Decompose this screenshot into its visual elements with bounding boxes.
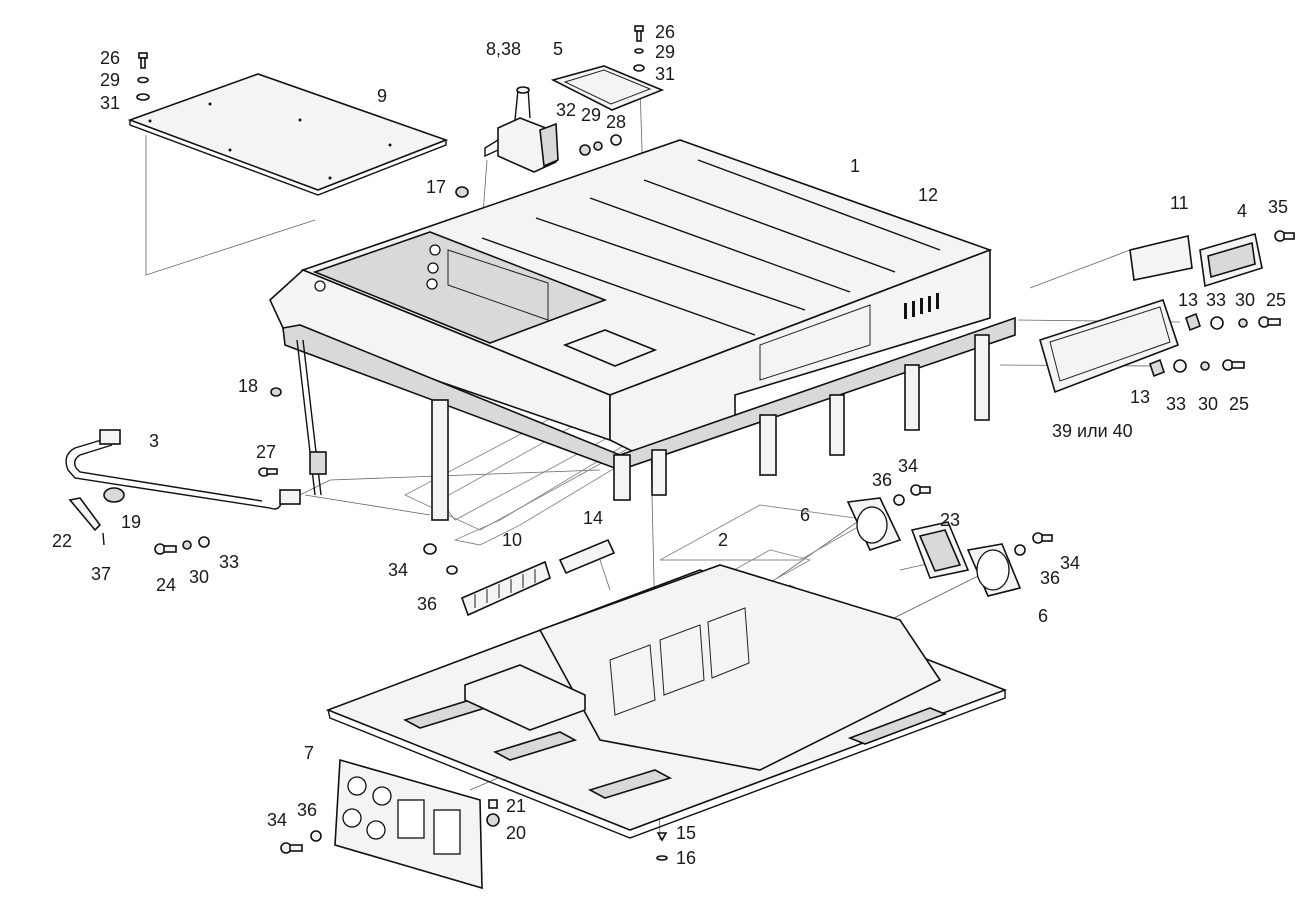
callout-36: 36 [417, 594, 437, 614]
fastener-36-34-upper [893, 484, 931, 506]
callout-15: 15 [676, 823, 696, 843]
part-39-40-panel [1039, 298, 1180, 394]
callout-17: 17 [426, 177, 446, 197]
callout-22: 22 [52, 531, 72, 551]
callout-33: 33 [1166, 394, 1186, 414]
part-1-main-body [269, 139, 1016, 521]
callout-4: 4 [1237, 201, 1247, 221]
callout-36: 36 [297, 800, 317, 820]
callout-6: 6 [1038, 606, 1048, 626]
part-17-plug [455, 186, 469, 198]
callout-31: 31 [100, 93, 120, 113]
callout-34: 34 [388, 560, 408, 580]
callout-34: 34 [267, 810, 287, 830]
part-2-floor-tray [325, 564, 1008, 839]
part-8-38-switch [484, 86, 559, 173]
part-18-plug [270, 387, 282, 397]
callout-25: 25 [1266, 290, 1286, 310]
support-legs [431, 334, 990, 521]
callout-29: 29 [100, 70, 120, 90]
callout-30: 30 [1198, 394, 1218, 414]
washer-set-32-29-28 [579, 134, 622, 156]
part-3-handrail [65, 429, 301, 510]
callout-9: 9 [377, 86, 387, 106]
callout-20: 20 [506, 823, 526, 843]
part-11-lens [1129, 235, 1193, 281]
fastener-15-16 [656, 832, 668, 861]
callout-37: 37 [91, 564, 111, 584]
part-27-screw [258, 467, 278, 477]
part-23-gasket [910, 521, 970, 579]
callout-33: 33 [219, 552, 239, 572]
callout-25: 25 [1229, 394, 1249, 414]
fastener-row-lower [1149, 358, 1245, 378]
callout-labels: 26 29 31 9 8,38 5 26 29 31 32 29 28 17 1… [52, 22, 1288, 868]
callout-21: 21 [506, 796, 526, 816]
callout-14: 14 [583, 508, 603, 528]
callout-16: 16 [676, 848, 696, 868]
callout-34: 34 [898, 456, 918, 476]
callout-33: 33 [1206, 290, 1226, 310]
callout-30: 30 [1235, 290, 1255, 310]
callout-13: 13 [1178, 290, 1198, 310]
callout-23: 23 [940, 510, 960, 530]
callout-2: 2 [718, 530, 728, 550]
part-21-clip [488, 799, 498, 809]
vent-slots [904, 293, 939, 319]
fastener-row-24-30-33 [154, 536, 210, 555]
callout-36: 36 [1040, 568, 1060, 588]
part-7-instrument-panel [334, 758, 483, 890]
fastener-36-34-lower [1014, 532, 1053, 556]
part-35-screw [1274, 230, 1295, 242]
callout-10: 10 [502, 530, 522, 550]
part-9-cover-plate [127, 73, 449, 196]
part-19-bushing [103, 487, 125, 503]
bolt-set-26-29-31-right [633, 25, 645, 72]
callout-8-38: 8,38 [486, 39, 521, 59]
part-14-lamp [558, 538, 616, 575]
part-5-hatch-cover [550, 65, 665, 111]
part-20-grommet [486, 813, 500, 827]
callout-36: 36 [872, 470, 892, 490]
callout-35: 35 [1268, 197, 1288, 217]
fastener-34-36-left [423, 543, 458, 575]
callout-3: 3 [149, 431, 159, 451]
part-10-grille [460, 560, 551, 617]
callout-24: 24 [156, 575, 176, 595]
callout-26: 26 [655, 22, 675, 42]
callout-29: 29 [655, 42, 675, 62]
part-6-flange-lower [966, 543, 1022, 597]
callout-6: 6 [800, 505, 810, 525]
callout-18: 18 [238, 376, 258, 396]
bolt-set-26-29-31-left [136, 52, 150, 101]
callout-30: 30 [189, 567, 209, 587]
callout-31: 31 [655, 64, 675, 84]
callout-27: 27 [256, 442, 276, 462]
callout-1: 1 [850, 156, 860, 176]
callout-34: 34 [1060, 553, 1080, 573]
callout-39-40: 39 или 40 [1052, 421, 1133, 441]
callout-7: 7 [304, 743, 314, 763]
part-4-lamp-housing [1199, 232, 1263, 288]
callout-29: 29 [581, 105, 601, 125]
fastener-row-upper [1185, 312, 1281, 332]
part-22-bracket [68, 497, 102, 532]
part-6-flange-upper [846, 497, 902, 551]
callout-26: 26 [100, 48, 120, 68]
callout-12: 12 [918, 185, 938, 205]
callout-28: 28 [606, 112, 626, 132]
fastener-34-36-panel [280, 830, 322, 854]
callout-11: 11 [1170, 193, 1189, 213]
callout-19: 19 [121, 512, 141, 532]
callout-13: 13 [1130, 387, 1150, 407]
callout-5: 5 [553, 39, 563, 59]
callout-32: 32 [556, 100, 576, 120]
part-37-screw [102, 532, 105, 546]
